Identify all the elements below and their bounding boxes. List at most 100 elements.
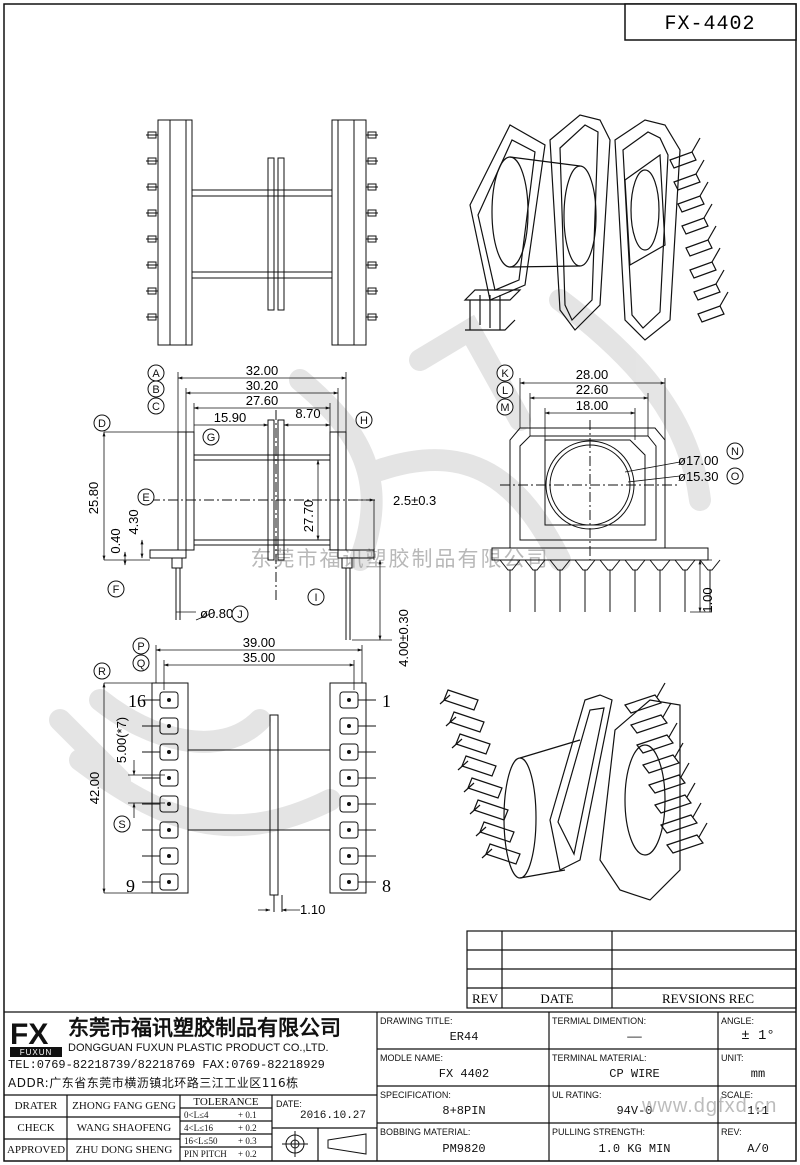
pin-line (719, 291, 729, 307)
approval-name: ZHONG FANG GENG (72, 1100, 176, 1112)
pin-line (703, 203, 713, 219)
unit-value: mm (750, 1067, 766, 1081)
pin-line (439, 694, 451, 705)
dim-k: 28.00 (576, 367, 609, 382)
pin (147, 209, 157, 217)
pin-line (457, 760, 469, 771)
dim-pin-offset: 2.5±0.3 (393, 493, 436, 508)
bottom-view-dim-text: 39.00 35.00 42.00 5.00(*7) 1.10 16 1 9 8 (87, 635, 391, 917)
dim-o: ø15.30 (678, 469, 718, 484)
pin (443, 689, 479, 711)
dim-front-pin-len: 1.00 (700, 587, 715, 612)
dim-r: 42.00 (87, 772, 102, 805)
pin-hole (347, 698, 351, 702)
pin (147, 313, 157, 321)
pin-label-9: 9 (126, 876, 135, 896)
date-value: 2016.10.27 (300, 1110, 367, 1122)
pin-line (674, 742, 684, 758)
drawing-title-label: DRAWING TITLE: (380, 1016, 453, 1026)
watermark-text: 东莞市福讯塑胶制品有限公司 (251, 548, 550, 571)
angle-value: ± 1° (741, 1028, 775, 1044)
pin (367, 313, 377, 321)
approval-role: DRATER (14, 1100, 58, 1112)
terminal-material-value: CP WIRE (609, 1067, 660, 1081)
pin (367, 157, 377, 165)
rev-value: A/0 (747, 1142, 769, 1156)
bottom-view (102, 645, 376, 912)
pin-notch (649, 559, 671, 571)
ul-rating-value: 94V-0 (616, 1104, 653, 1118)
pin-line (451, 738, 463, 749)
svg-text:B: B (152, 384, 159, 396)
pin-hole (167, 698, 171, 702)
specification-value: 8+8PIN (442, 1104, 486, 1118)
drawing-title-value: ER44 (449, 1030, 479, 1044)
projection-symbol-icon (282, 1131, 367, 1157)
front-view (491, 378, 721, 613)
tolerance-value: + 0.1 (238, 1110, 257, 1120)
pin-line (469, 804, 481, 815)
pin (677, 195, 705, 213)
pin-hole (167, 750, 171, 754)
pin-hole (167, 802, 171, 806)
marker-e: E (137, 488, 155, 506)
pin (642, 754, 680, 774)
pin-line (662, 702, 672, 718)
tolerance-value: + 0.3 (238, 1136, 257, 1146)
model-name-value: FX 4402 (438, 1067, 490, 1081)
marker-b: B (147, 380, 165, 398)
specification-label: SPECIFICATION: (380, 1090, 451, 1100)
dim-m: 18.00 (576, 398, 609, 413)
pin (147, 183, 157, 191)
pin-line (668, 722, 678, 738)
pin-hole (347, 750, 351, 754)
dim-i: 27.70 (301, 500, 316, 533)
pin (147, 235, 157, 243)
pin (681, 217, 709, 235)
company-tel: TEL:0769-82218739/82218769 FAX:0769-8221… (8, 1058, 325, 1072)
unit-label: UNIT: (721, 1053, 744, 1063)
svg-text:P: P (137, 641, 144, 653)
svg-text:K: K (501, 368, 509, 380)
pin-line (691, 137, 701, 153)
pin-line (686, 782, 696, 798)
bobbin-material-label: BOBBING MATERIAL: (380, 1127, 471, 1137)
pin-notch (599, 559, 621, 571)
svg-text:C: C (152, 401, 160, 413)
company-name-en: DONGGUAN FUXUN PLASTIC PRODUCT CO.,LTD. (68, 1042, 329, 1054)
marker-c: C (147, 397, 165, 415)
pin-line (707, 225, 717, 241)
tolerance-value: + 0.2 (238, 1123, 257, 1133)
pin (147, 287, 157, 295)
marker-a: A (147, 364, 165, 382)
pin (147, 131, 157, 139)
pin-line (711, 247, 721, 263)
pin-line (692, 802, 702, 818)
pin-hole (167, 776, 171, 780)
side-view-dim-text: 32.00 30.20 27.60 15.90 8.70 25.80 4.30 … (86, 363, 436, 667)
pin-label-1: 1 (382, 691, 391, 711)
marker-k: K (496, 364, 514, 382)
svg-text:L: L (502, 385, 508, 397)
website-watermark: www.dgfxd.cn (642, 1095, 778, 1117)
terminal-dimension-label: TERMIAL DIMENTION: (552, 1016, 647, 1026)
pin-notch (574, 559, 596, 571)
pin-notch (674, 559, 696, 571)
svg-text:O: O (731, 471, 740, 483)
pin-hole (347, 776, 351, 780)
rev-header-date: DATE (540, 991, 573, 1006)
side-view-top (146, 119, 378, 346)
terminal-dimension-value: —— (627, 1030, 642, 1044)
svg-text:I: I (314, 592, 317, 604)
dim-pin-dia: ø0.80 (200, 606, 233, 621)
pin (660, 814, 698, 834)
tolerance-range: 16<L≤50 (184, 1136, 218, 1146)
rev-header-rev: REV (472, 991, 499, 1006)
logo-fuxun: FUXUN (20, 1048, 53, 1057)
marker-h: H (355, 411, 373, 429)
pin (624, 694, 662, 714)
model-name-label: MODLE NAME: (380, 1053, 444, 1063)
marker-j: J (231, 605, 249, 623)
pin (636, 734, 674, 754)
